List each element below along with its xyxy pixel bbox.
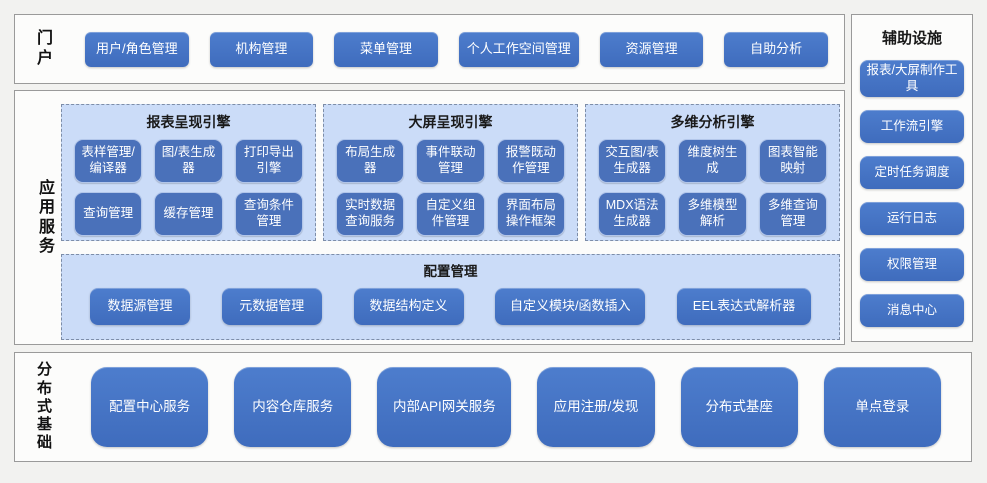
report-engine-grid: 表样管理/编译器 图/表生成器 打印导出引擎 查询管理 缓存管理 查询条件管理 <box>74 139 303 236</box>
engine-item[interactable]: 事件联动管理 <box>416 139 485 183</box>
engine-groups: 报表呈现引擎 表样管理/编译器 图/表生成器 打印导出引擎 查询管理 缓存管理 … <box>61 104 840 241</box>
engine-item[interactable]: 图/表生成器 <box>154 139 223 183</box>
dashboard-engine-title: 大屏呈现引擎 <box>408 114 493 130</box>
engine-item[interactable]: MDX语法生成器 <box>598 192 667 236</box>
portal-button-org[interactable]: 机构管理 <box>209 31 314 67</box>
auxiliary-buttons: 报表/大屏制作工具 工作流引擎 定时任务调度 运行日志 权限管理 消息中心 <box>860 60 964 328</box>
config-item-custom-module[interactable]: 自定义模块/函数插入 <box>495 288 646 325</box>
engine-item[interactable]: 布局生成器 <box>336 139 405 183</box>
engine-item[interactable]: 交互图/表生成器 <box>598 139 667 183</box>
engine-item[interactable]: 自定义组件管理 <box>416 192 485 236</box>
aux-button-message-center[interactable]: 消息中心 <box>860 294 964 328</box>
config-item-structure[interactable]: 数据结构定义 <box>353 288 464 325</box>
config-management-group: 配置管理 数据源管理 元数据管理 数据结构定义 自定义模块/函数插入 EEL表达… <box>61 254 840 340</box>
report-engine-title: 报表呈现引擎 <box>146 114 231 130</box>
aux-button-permission[interactable]: 权限管理 <box>860 248 964 282</box>
dist-button-content-repo[interactable]: 内容仓库服务 <box>234 367 352 447</box>
aux-button-report-tool[interactable]: 报表/大屏制作工具 <box>860 60 964 98</box>
config-management-row: 数据源管理 元数据管理 数据结构定义 自定义模块/函数插入 EEL表达式解析器 <box>78 288 823 325</box>
portal-button-workspace[interactable]: 个人工作空间管理 <box>458 31 579 67</box>
aux-button-runlog[interactable]: 运行日志 <box>860 202 964 236</box>
distributed-base-label: 分布式基础 <box>37 361 53 452</box>
distributed-base-section: 分布式基础 配置中心服务 内容仓库服务 内部API网关服务 应用注册/发现 分布… <box>14 352 972 462</box>
config-management-title: 配置管理 <box>423 264 478 279</box>
dist-button-api-gateway[interactable]: 内部API网关服务 <box>377 367 512 447</box>
aux-button-scheduler[interactable]: 定时任务调度 <box>860 156 964 190</box>
engine-item[interactable]: 查询管理 <box>74 192 143 236</box>
engine-item[interactable]: 报警既动作管理 <box>496 139 565 183</box>
olap-engine-grid: 交互图/表生成器 维度树生成 图表智能映射 MDX语法生成器 多维模型解析 多维… <box>598 139 827 236</box>
portal-button-user-role[interactable]: 用户/角色管理 <box>85 31 189 67</box>
dist-button-sso[interactable]: 单点登录 <box>823 367 941 447</box>
engine-item[interactable]: 图表智能映射 <box>758 139 827 183</box>
auxiliary-section: 辅助设施 报表/大屏制作工具 工作流引擎 定时任务调度 运行日志 权限管理 消息… <box>851 14 973 342</box>
engine-item[interactable]: 维度树生成 <box>678 139 747 183</box>
portal-section: 门户 用户/角色管理 机构管理 菜单管理 个人工作空间管理 资源管理 自助分析 <box>14 14 845 84</box>
engine-item[interactable]: 多维模型解析 <box>678 192 747 236</box>
engine-item[interactable]: 查询条件管理 <box>234 192 303 236</box>
config-item-eel-parser[interactable]: EEL表达式解析器 <box>677 288 811 325</box>
engine-item[interactable]: 实时数据查询服务 <box>336 192 405 236</box>
aux-button-workflow[interactable]: 工作流引擎 <box>860 110 964 144</box>
distributed-base-buttons: 配置中心服务 内容仓库服务 内部API网关服务 应用注册/发现 分布式基座 单点… <box>91 367 941 447</box>
portal-button-resource[interactable]: 资源管理 <box>599 31 704 67</box>
engine-item[interactable]: 表样管理/编译器 <box>74 139 143 183</box>
report-engine-group: 报表呈现引擎 表样管理/编译器 图/表生成器 打印导出引擎 查询管理 缓存管理 … <box>61 104 316 241</box>
config-item-datasource[interactable]: 数据源管理 <box>90 288 190 325</box>
app-services-section: 应用服务 报表呈现引擎 表样管理/编译器 图/表生成器 打印导出引擎 查询管理 … <box>14 90 845 345</box>
app-services-label: 应用服务 <box>39 179 56 256</box>
engine-item[interactable]: 缓存管理 <box>154 192 223 236</box>
olap-engine-title: 多维分析引擎 <box>670 114 755 130</box>
dashboard-engine-grid: 布局生成器 事件联动管理 报警既动作管理 实时数据查询服务 自定义组件管理 界面… <box>336 139 565 236</box>
dist-button-app-registry[interactable]: 应用注册/发现 <box>537 367 655 447</box>
portal-button-menu[interactable]: 菜单管理 <box>334 31 438 67</box>
engine-item[interactable]: 界面布局操作框架 <box>496 192 565 236</box>
portal-buttons: 用户/角色管理 机构管理 菜单管理 个人工作空间管理 资源管理 自助分析 <box>85 31 828 67</box>
engine-item[interactable]: 打印导出引擎 <box>234 139 303 183</box>
portal-label: 门户 <box>37 30 54 67</box>
portal-button-selfservice[interactable]: 自助分析 <box>724 31 828 67</box>
auxiliary-title: 辅助设施 <box>881 30 942 47</box>
dashboard-engine-group: 大屏呈现引擎 布局生成器 事件联动管理 报警既动作管理 实时数据查询服务 自定义… <box>323 104 578 241</box>
engine-item[interactable]: 多维查询管理 <box>758 192 827 236</box>
config-item-metadata[interactable]: 元数据管理 <box>221 288 322 325</box>
olap-engine-group: 多维分析引擎 交互图/表生成器 维度树生成 图表智能映射 MDX语法生成器 多维… <box>585 104 840 241</box>
dist-button-config-center[interactable]: 配置中心服务 <box>91 367 209 447</box>
dist-button-distributed-base[interactable]: 分布式基座 <box>680 367 798 447</box>
